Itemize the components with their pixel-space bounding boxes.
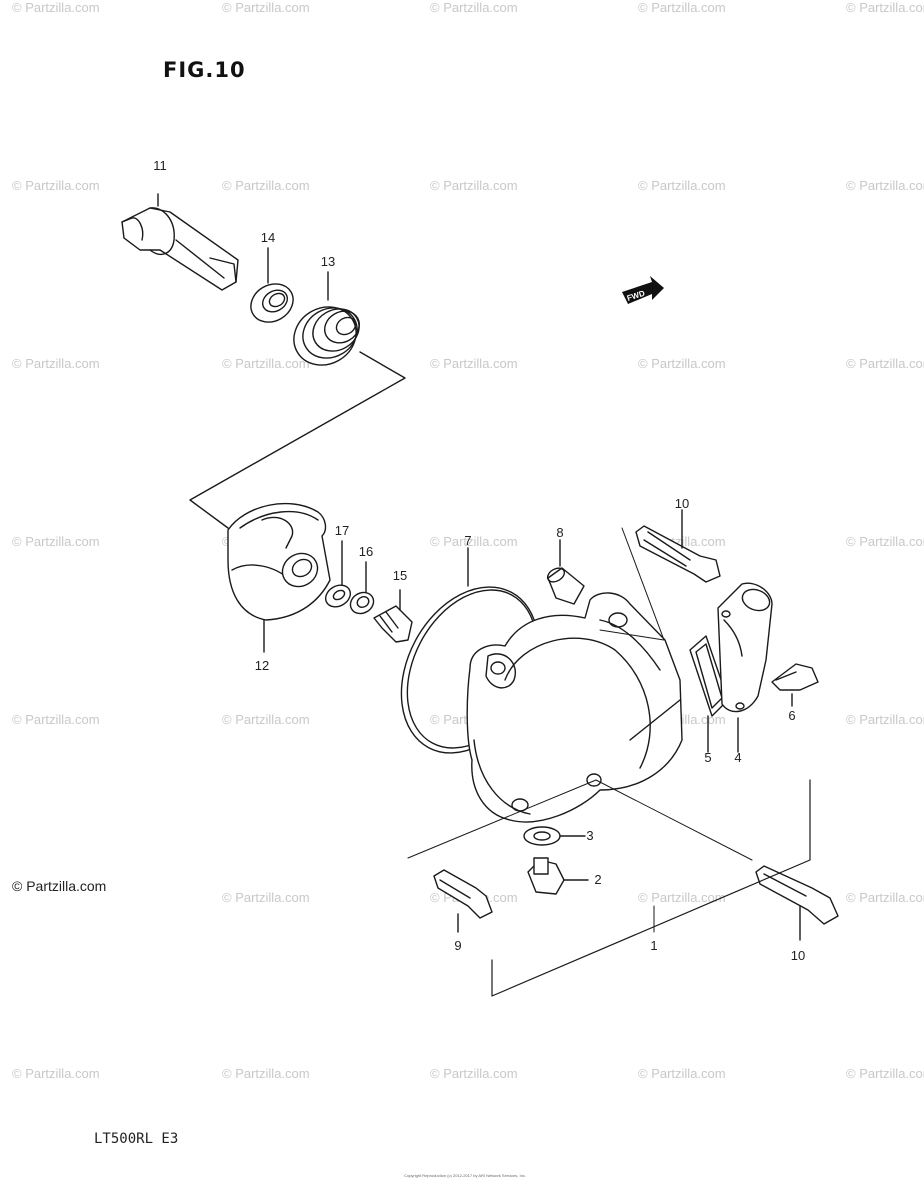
watermark-partzilla: © Partzilla.com [12,1066,100,1081]
watermark-partzilla: © Partzilla.com [12,356,100,371]
callout-16: 16 [359,544,373,559]
part-6-bolt [771,663,819,707]
callout-8: 8 [556,525,563,540]
callout-9: 9 [454,938,461,953]
callout-4: 4 [734,750,741,765]
watermark-partzilla: © Partzilla.com [638,890,726,905]
callout-12: 12 [255,658,269,673]
watermark-partzilla: © Partzilla.com [846,534,924,549]
callout-2: 2 [594,872,601,887]
watermark-partzilla: © Partzilla.com [430,178,518,193]
callout-15: 15 [393,568,407,583]
callout-10: 10 [675,496,689,511]
model-code: LT500RL E3 [94,1131,179,1147]
watermark-partzilla: © Partzilla.com [222,890,310,905]
callout-11: 11 [153,158,167,173]
watermark-partzilla: © Partzilla.com [846,1066,924,1081]
watermark-partzilla: © Partzilla.com [222,0,310,15]
watermark-partzilla: © Partzilla.com [12,712,100,727]
watermark-partzilla: © Partzilla.com [846,712,924,727]
copyright-notice: Copyright Reproduction (c) 2012-2017 by … [404,1173,526,1178]
watermark-partzilla: © Partzilla.com [430,534,518,549]
part-11-shaft [121,193,239,291]
leader-lower-right [595,779,753,861]
part-4-elbow [717,582,773,753]
callout-3: 3 [586,828,593,843]
watermark-partzilla: © Partzilla.com [846,356,924,371]
part-12-impeller [227,502,331,653]
watermark-partzilla: © Partzilla.com [430,0,518,15]
part-8-dowel [546,539,585,605]
watermark-partzilla: © Partzilla.com [846,0,924,15]
watermark-partzilla: © Partzilla.com [846,178,924,193]
callout-13: 13 [321,254,335,269]
leader-triangle-upper [599,527,665,641]
callout-5: 5 [704,750,711,765]
watermark-partzilla: © Partzilla.com [222,356,310,371]
figure-title: FIG.10 [163,58,246,82]
part-9-bolt [433,869,493,933]
part-1-pump-cover [466,592,683,823]
callout-10: 10 [791,948,805,963]
assembly-bracket [491,779,811,997]
watermark-partzilla: © Partzilla.com [222,1066,310,1081]
part-15-bolt [373,589,413,643]
leader-lower-left [407,779,597,859]
forward-arrow-icon: FWD [622,276,664,304]
callout-layer: 11 14 13 17 16 15 12 7 8 10 6 5 4 3 2 9 1 10 [153,158,805,963]
watermark-partzilla: © Partzilla.com [430,1066,518,1081]
part-13-mechanical-seal [293,271,360,366]
part-2-drain-bolt [527,857,589,895]
part-16-washer [349,561,375,615]
watermark-partzilla: © Partzilla.com [430,356,518,371]
callout-17: 17 [335,523,349,538]
callout-6: 6 [788,708,795,723]
part-3-washer [523,826,586,846]
callout-7: 7 [464,533,471,548]
watermark-partzilla: © Partzilla.com [12,534,100,549]
watermark-partzilla: © Partzilla.com [638,1066,726,1081]
part-14-seal [250,247,294,323]
watermark-partzilla: © Partzilla.com [638,0,726,15]
callout-14: 14 [261,230,275,245]
leader-bracket-upper [189,351,406,529]
watermark-partzilla: © Partzilla.com [12,878,107,894]
watermark-partzilla: © Partzilla.com [638,178,726,193]
watermark-partzilla: © Partzilla.com [846,890,924,905]
callout-1: 1 [650,938,657,953]
watermark-partzilla: © Partzilla.com [222,712,310,727]
part-17-washer [324,540,352,608]
watermark-partzilla: © Partzilla.com [638,356,726,371]
part-10-bolt-lower [755,865,839,941]
watermark-partzilla: © Partzilla.com [12,0,100,15]
part-10-bolt-upper [635,509,721,583]
watermark-partzilla: © Partzilla.com [12,178,100,193]
watermark-partzilla: © Partzilla.com [222,178,310,193]
